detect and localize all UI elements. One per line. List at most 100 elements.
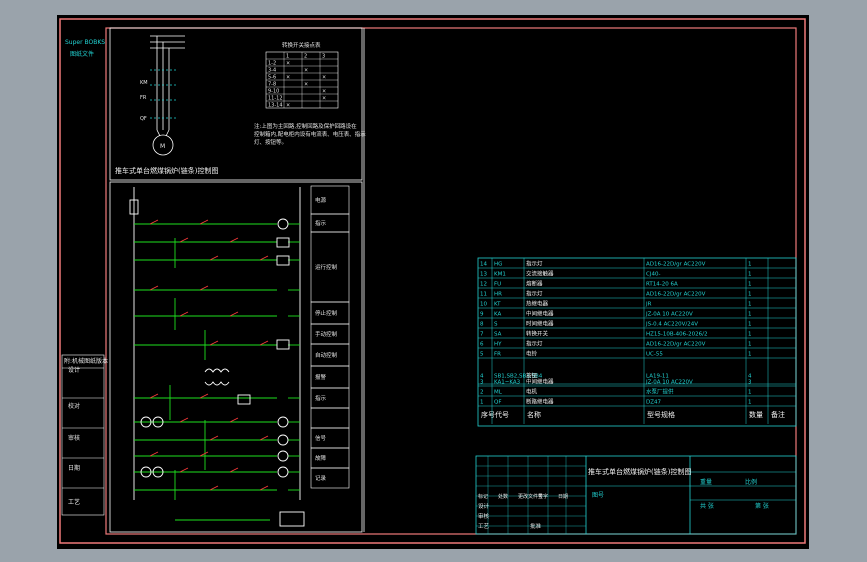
bom-cell: JS-0.4 AC220V/24V	[645, 322, 698, 328]
bom-cell: 时间继电器	[526, 320, 554, 328]
svg-text:比例: 比例	[745, 478, 757, 486]
motor-label: M	[160, 143, 165, 150]
contact-mark	[209, 255, 219, 261]
switch-cell: ×	[304, 68, 308, 74]
bom-cell: 断路继电器	[526, 398, 554, 406]
contact-mark	[179, 237, 189, 243]
bom-cell: 11	[480, 292, 487, 298]
bom-header: 序号	[481, 410, 495, 419]
contact-mark	[259, 435, 269, 441]
bom-cell: AD16-22D/gr AC220V	[646, 262, 706, 268]
bom-cell: AD16-22D/gr AC220V	[646, 292, 706, 298]
bom-cell: ML	[494, 390, 503, 396]
bom-cell: 热继电器	[526, 300, 549, 308]
bom-cell: 中间继电器	[526, 378, 554, 386]
function-label: 手动控制	[315, 330, 338, 338]
function-label: 运行控制	[315, 263, 338, 271]
title-row-label: 更改文件号	[518, 493, 543, 500]
svg-text:日期: 日期	[68, 464, 80, 472]
bom-cell: 1	[748, 390, 752, 396]
svg-text:注:上图为主回路,控制回路及保护回路设在: 注:上图为主回路,控制回路及保护回路设在	[254, 122, 357, 130]
switch-cell: ×	[322, 75, 326, 81]
svg-text:设计: 设计	[68, 366, 80, 374]
switch-cell: 1	[286, 54, 289, 60]
svg-text:转换开关接点表: 转换开关接点表	[282, 41, 321, 49]
bom-cell: QF	[494, 400, 502, 406]
bom-cell: 1	[748, 400, 752, 406]
bom-cell: UC-55	[646, 352, 663, 358]
function-label: 指示	[315, 219, 327, 227]
bom-cell: 指示灯	[526, 290, 543, 298]
bom-header: 数量	[749, 410, 763, 419]
function-label: 故障	[315, 454, 327, 462]
bom-cell: 3	[748, 380, 752, 386]
title-block: 推车式单台燃煤锅炉(链条)控制图 图号 重量 比例 共 张 第 张 标记处数更改…	[475, 455, 797, 535]
bom-cell: DZ47	[646, 400, 662, 406]
bom-cell: FR	[494, 352, 501, 358]
bom-cell: 交流接触器	[526, 270, 554, 278]
svg-text:共 张: 共 张	[700, 502, 714, 510]
model-space	[57, 15, 809, 549]
bom-cell: S	[494, 322, 498, 328]
bom-cell: 指示灯	[526, 340, 543, 348]
main-power-circuit[interactable]	[150, 35, 185, 156]
bom-cell: 5	[480, 352, 484, 358]
svg-text:QF: QF	[140, 116, 147, 122]
function-label: 自动控制	[315, 351, 338, 359]
bom-cell: 4	[748, 374, 752, 380]
bom-cell: 4	[480, 374, 484, 380]
bom-cell: 电铃	[526, 350, 538, 358]
bom-cell: 1	[748, 352, 752, 358]
contact-mark	[259, 255, 269, 261]
bom-header: 备注	[771, 410, 785, 419]
bom-cell: SB1,SB2,SB3,SB4	[494, 374, 543, 380]
svg-text:图号: 图号	[592, 492, 604, 499]
bom-cell: LA19-11	[646, 374, 669, 380]
bom-cell: 14	[480, 262, 487, 268]
contact-mark	[259, 485, 269, 491]
bom-cell: 9	[480, 312, 484, 318]
switch-cell: 3-4	[268, 68, 276, 74]
bom-cell: JZ-0A 10 AC220V	[645, 312, 693, 318]
switch-cell: 13-14	[268, 103, 283, 109]
bom-cell: 指示灯	[526, 260, 543, 268]
bom-cell: 1	[748, 292, 752, 298]
contact-mark	[179, 311, 189, 317]
title-row-label: 标记	[478, 493, 488, 500]
bom-cell: KA	[494, 312, 502, 318]
switch-cell: ×	[322, 89, 326, 95]
function-label: 信号	[315, 434, 327, 442]
brand-text: Super BOBKS	[65, 39, 105, 46]
svg-text:FR: FR	[140, 95, 147, 101]
control-circuit[interactable]	[129, 187, 305, 527]
bom-cell: 1	[748, 342, 752, 348]
bom-cell: 2	[480, 390, 484, 396]
bom-cell: CJ40-	[646, 272, 660, 278]
bom-cell: FU	[494, 282, 501, 288]
bom-header: 代号	[495, 410, 509, 419]
contact-mark	[149, 285, 159, 291]
bom-cell: 1	[748, 302, 752, 308]
switch-cell: 3	[322, 54, 325, 60]
svg-text:校对: 校对	[68, 402, 80, 410]
bom-cell: RT14-20 6A	[646, 282, 678, 288]
switch-cell: 2	[304, 54, 307, 60]
svg-text:灯、按钮等。: 灯、按钮等。	[254, 138, 287, 146]
bom-cell: JR	[645, 302, 652, 308]
bom-cell: 8	[480, 322, 484, 328]
bom-cell: 熔断器	[526, 280, 543, 288]
bom-cell: 1	[480, 400, 484, 406]
contact-mark	[149, 451, 159, 457]
design-label: 设计	[478, 502, 490, 510]
contact-mark	[229, 417, 239, 423]
contact-mark	[229, 311, 239, 317]
sheet-border-outer	[59, 18, 806, 544]
switch-cell: 9-10	[268, 89, 279, 95]
bom-cell: KA1~KA3	[494, 380, 521, 386]
bom-cell: 13	[480, 272, 487, 278]
title-row-label: 签字	[538, 493, 548, 500]
bom-cell: 1	[748, 262, 752, 268]
